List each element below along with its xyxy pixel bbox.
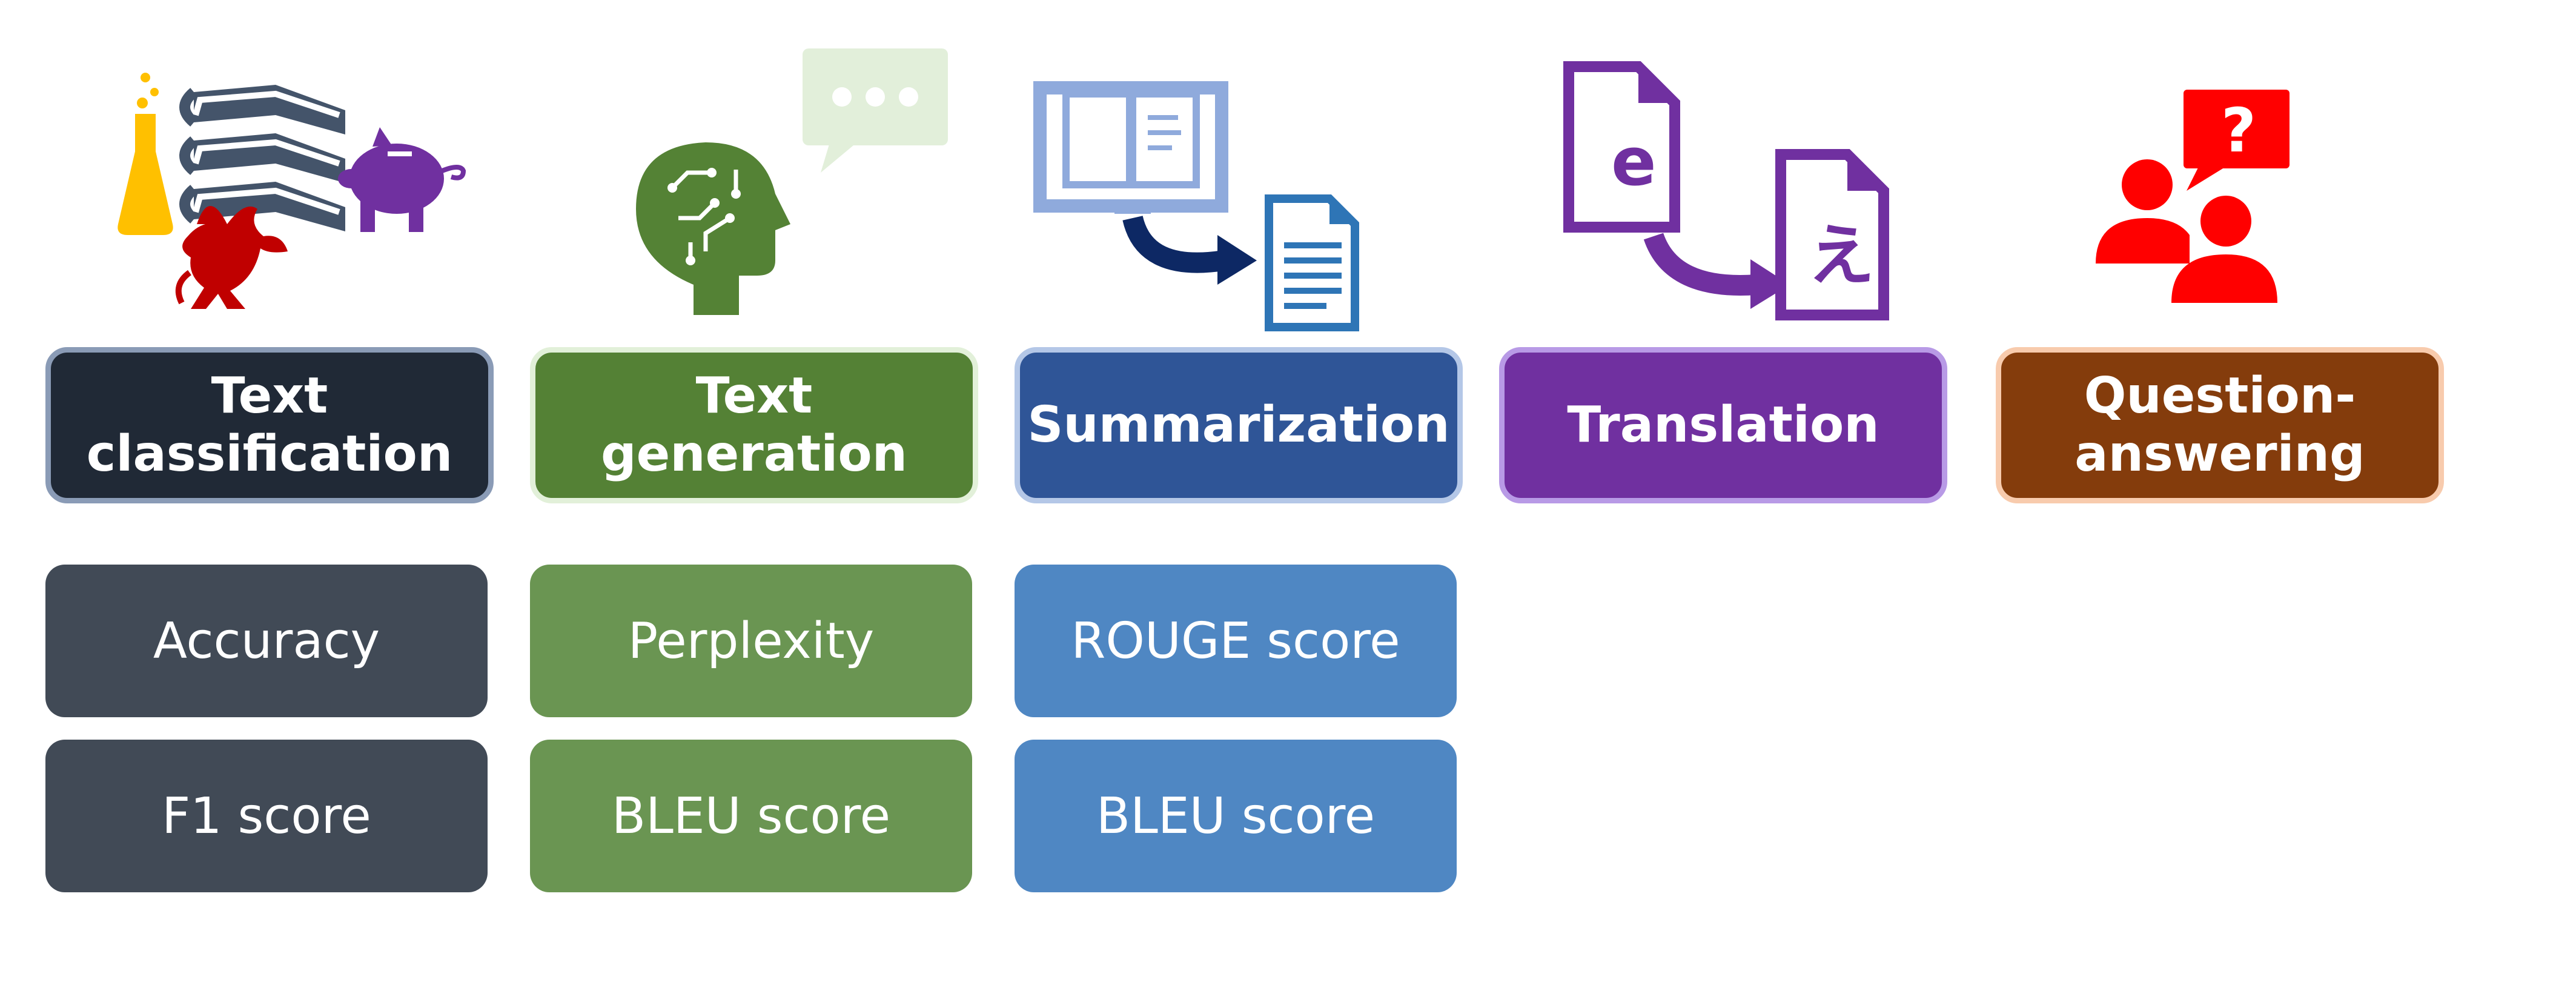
head-circuit-icon <box>636 142 790 315</box>
flask-icon <box>118 73 173 235</box>
text-classification-icons <box>118 73 466 309</box>
metric-bleu-score: BLEU score <box>530 740 972 892</box>
question-answering-icons: ? <box>2096 90 2290 303</box>
books-icon <box>179 85 345 231</box>
task-box-text-classification: Text classification <box>45 347 494 503</box>
icon-group-summarization <box>1015 42 1463 339</box>
open-book-icon <box>1033 81 1228 214</box>
task-box-summarization: Summarization <box>1015 347 1463 503</box>
icon-group-translation: e え <box>1499 42 1947 339</box>
piggy-bank-icon <box>338 127 466 232</box>
column-text-generation: Text generation Perplexity BLEU score <box>530 0 978 988</box>
document-e-japanese-icon: え <box>1775 149 1889 320</box>
metric-accuracy: Accuracy <box>45 565 488 717</box>
column-translation: e え Translation <box>1499 0 1947 988</box>
metric-bleu-score: BLEU score <box>1015 740 1457 892</box>
question-mark: ? <box>2221 95 2256 166</box>
metric-perplexity: Perplexity <box>530 565 972 717</box>
task-box-translation: Translation <box>1499 347 1947 503</box>
document-e-icon: e <box>1563 61 1680 233</box>
people-icon <box>2096 159 2277 303</box>
icon-group-question-answering: ? <box>1996 42 2444 339</box>
column-text-classification: Text classification Accuracy F1 score <box>45 0 494 988</box>
metric-rouge-score: ROUGE score <box>1015 565 1457 717</box>
icon-group-text-classification <box>45 42 494 339</box>
column-summarization: Summarization ROUGE score BLEU score <box>1015 0 1463 988</box>
task-box-question-answering: Question- answering <box>1996 347 2444 503</box>
source-letter-e: e <box>1611 123 1657 201</box>
document-icon <box>1265 194 1359 331</box>
task-box-text-generation: Text generation <box>530 347 978 503</box>
speech-bubble-icon <box>803 48 948 173</box>
arrow-icon <box>1643 233 1790 309</box>
question-bubble-icon: ? <box>2184 90 2290 191</box>
column-question-answering: ? Question- answering <box>1996 0 2444 988</box>
arrow-icon <box>1122 215 1257 285</box>
translation-icons: e え <box>1563 61 1889 320</box>
summarization-icons <box>1033 81 1359 331</box>
icon-group-text-generation <box>530 42 978 339</box>
text-generation-icons <box>636 48 948 315</box>
dragon-icon <box>175 206 288 309</box>
metric-f1-score: F1 score <box>45 740 488 892</box>
target-letter-e-japanese: え <box>1808 217 1875 294</box>
